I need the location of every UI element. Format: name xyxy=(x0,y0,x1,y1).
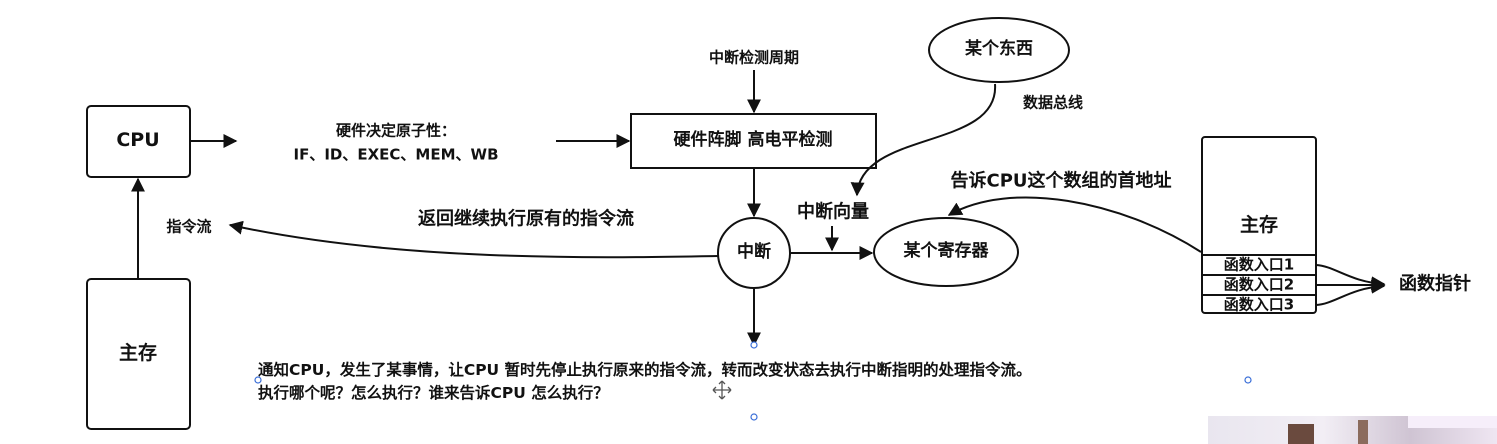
webcam-overlay xyxy=(1208,416,1497,444)
hardware-pins-box[interactable] xyxy=(630,113,877,169)
arrow-entry3-to-pointer xyxy=(1315,279,1386,306)
some-register-ellipse[interactable] xyxy=(873,217,1019,287)
webcam-object xyxy=(1288,424,1314,444)
something-ellipse[interactable] xyxy=(928,17,1070,83)
entry-label-3: 函数入口3 xyxy=(1223,295,1295,314)
note-line-1: 通知CPU，发生了某事情，让CPU 暂时先停止执行原来的指令流，转而改变状态去执… xyxy=(258,361,1032,379)
hardware-pins-label: 硬件阵脚 高电平检测 xyxy=(673,130,833,151)
instruction-stream-label: 指令流 xyxy=(166,217,212,236)
main-memory-left-box[interactable] xyxy=(86,278,191,430)
arrow-tell-cpu-address xyxy=(947,196,1202,253)
tell-cpu-address-label: 告诉CPU这个数组的首地址 xyxy=(950,170,1172,192)
selection-handle[interactable] xyxy=(1244,376,1252,384)
atomicity-line-2: IF、ID、EXEC、MEM、WB xyxy=(293,145,499,164)
main-memory-left-label: 主存 xyxy=(118,342,158,365)
selection-handle[interactable] xyxy=(750,341,758,349)
atomicity-line-1: 硬件决定原子性： xyxy=(335,121,457,140)
cpu-box[interactable] xyxy=(86,105,191,178)
note-line-2: 执行哪个呢？怎么执行？谁来告诉CPU 怎么执行？ xyxy=(258,384,609,402)
move-cursor-icon xyxy=(712,380,732,400)
arrow-entry1-to-pointer xyxy=(1315,264,1386,291)
selection-handle[interactable] xyxy=(254,376,262,384)
function-pointer-label: 函数指针 xyxy=(1399,273,1471,295)
webcam-light-area xyxy=(1408,416,1497,428)
interrupt-check-cycle-label: 中断检测周期 xyxy=(708,48,800,67)
entry-label-1: 函数入口1 xyxy=(1223,255,1295,274)
webcam-object xyxy=(1358,420,1368,444)
return-continue-label: 返回继续执行原有的指令流 xyxy=(418,208,634,230)
some-register-label: 某个寄存器 xyxy=(903,241,989,262)
arrow-data-bus xyxy=(850,83,997,197)
interrupt-vector-label: 中断向量 xyxy=(797,201,869,223)
interrupt-label: 中断 xyxy=(737,242,771,263)
main-memory-right-box[interactable] xyxy=(1201,136,1317,314)
selection-handle[interactable] xyxy=(750,413,758,421)
arrow-return-instruction-stream xyxy=(228,220,719,259)
main-memory-right-label: 主存 xyxy=(1239,214,1279,237)
cpu-label: CPU xyxy=(116,129,160,152)
interrupt-circle[interactable] xyxy=(717,217,791,289)
something-label: 某个东西 xyxy=(965,39,1033,60)
data-bus-label: 数据总线 xyxy=(1022,93,1084,112)
entry-label-2: 函数入口2 xyxy=(1223,275,1295,294)
